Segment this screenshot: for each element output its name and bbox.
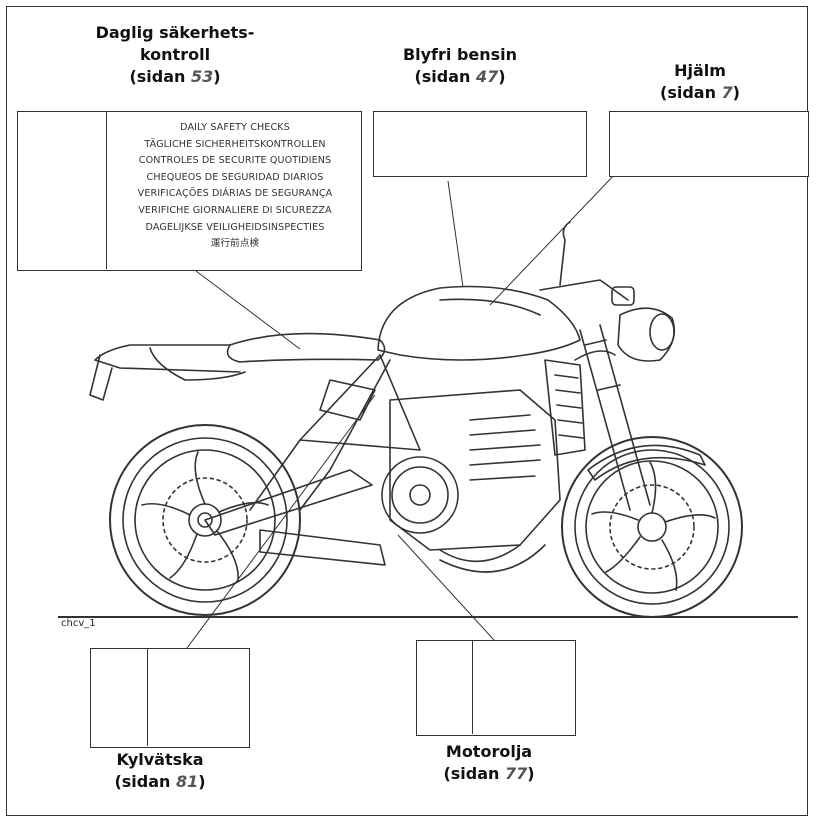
helmet-heading: Hjälm (sidan 7) <box>640 60 760 104</box>
heading-title: Hjälm <box>674 61 726 80</box>
heading-page-ref: (sidan 7) <box>660 83 740 102</box>
heading-page-ref: (sidan 47) <box>414 67 506 86</box>
panel-divider <box>472 641 473 734</box>
figure-frame <box>6 6 808 816</box>
heading-page-ref: (sidan 77) <box>443 764 535 783</box>
engine-oil-heading: Motorolja (sidan 77) <box>424 741 554 785</box>
heading-title: Blyfri bensin <box>402 45 518 64</box>
motorcycle-illustration <box>89 221 743 618</box>
heading-title: Daglig säkerhets- <box>95 23 255 42</box>
daily-safety-multilingual-text: DAILY SAFETY CHECKS TÄGLICHE SICHERHEITS… <box>110 120 360 253</box>
coolant-panel <box>90 648 250 748</box>
panel-line: CHEQUEOS DE SEGURIDAD DIARIOS <box>146 171 324 183</box>
engine-oil-panel <box>416 640 576 736</box>
figure-code: chcv_1 <box>61 618 96 629</box>
panel-line: DAGELIJKSE VEILIGHEIDSINSPECTIES <box>145 221 325 233</box>
panel-line: VERIFICHE GIORNALIERE DI SICUREZZA <box>138 204 332 216</box>
panel-divider <box>147 649 148 746</box>
panel-divider <box>106 112 107 269</box>
helmet-panel <box>609 111 809 177</box>
panel-line: VERIFICAÇÕES DIÁRIAS DE SEGURANÇA <box>137 188 333 200</box>
unleaded-fuel-heading: Blyfri bensin (sidan 47) <box>380 44 540 88</box>
heading-title: kontroll <box>139 45 211 64</box>
heading-page-ref: (sidan 81) <box>114 772 206 791</box>
unleaded-fuel-panel <box>373 111 587 177</box>
daily-safety-panel: DAILY SAFETY CHECKS TÄGLICHE SICHERHEITS… <box>17 111 362 271</box>
daily-check-heading: Daglig säkerhets- kontroll (sidan 53) <box>70 22 280 88</box>
heading-title: Motorolja <box>445 742 533 761</box>
panel-line: 運行前点検 <box>210 238 260 250</box>
heading-page-ref: (sidan 53) <box>129 67 221 86</box>
heading-title: Kylvätska <box>116 750 204 769</box>
panel-line: DAILY SAFETY CHECKS <box>180 122 290 133</box>
panel-line: CONTROLES DE SECURITE QUOTIDIENS <box>138 155 332 167</box>
coolant-heading: Kylvätska (sidan 81) <box>95 749 225 793</box>
panel-line: TÄGLICHE SICHERHEITSKONTROLLEN <box>144 138 326 150</box>
